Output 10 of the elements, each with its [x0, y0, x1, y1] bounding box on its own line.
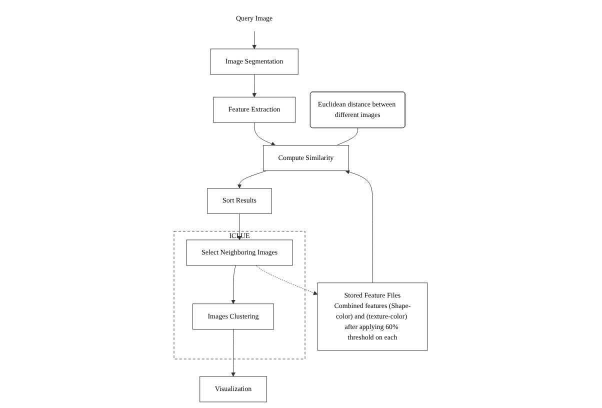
- arrow: [252, 74, 257, 98]
- arrow: [238, 213, 242, 240]
- arrow: [231, 329, 236, 377]
- arrow: [256, 265, 318, 295]
- arrow: [238, 170, 268, 188]
- arrow: [346, 170, 373, 284]
- arrow: [254, 122, 276, 146]
- arrow: [231, 265, 236, 304]
- connector: [336, 128, 358, 146]
- arrow: [252, 31, 257, 50]
